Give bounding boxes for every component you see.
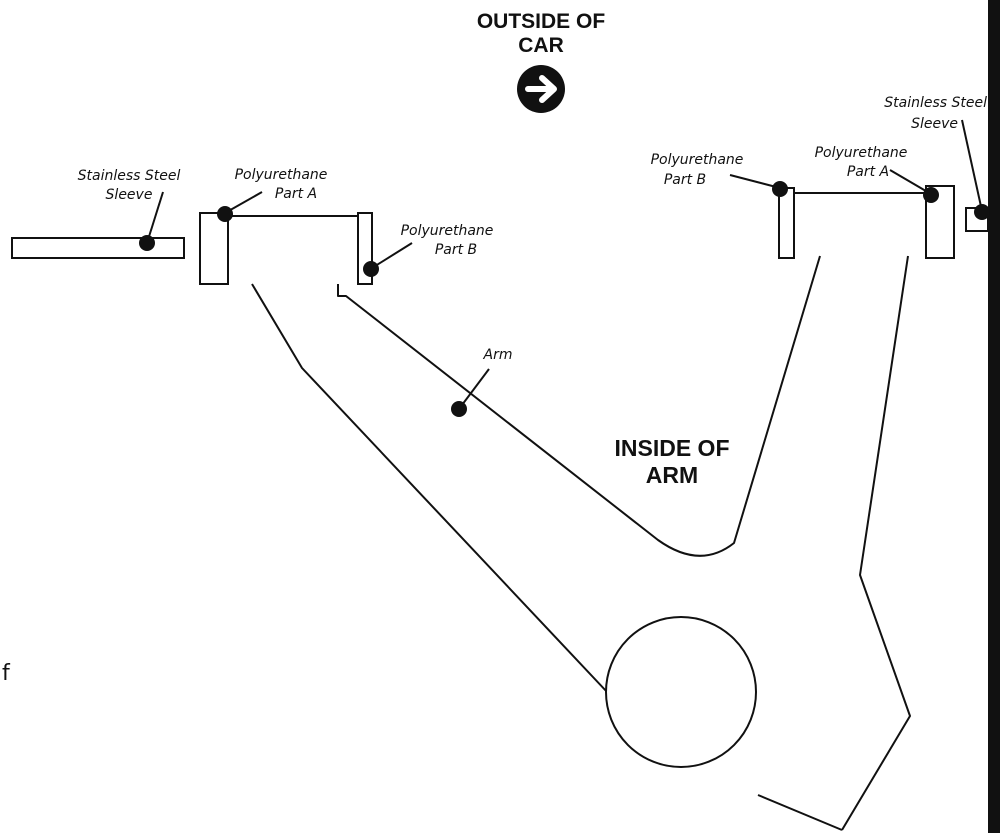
right-part-b [778, 187, 795, 259]
left-part-b-leader [371, 242, 413, 269]
right-part-b-leader [729, 174, 781, 189]
right-sleeve-marker [974, 204, 990, 220]
left-part-b-marker [363, 261, 379, 277]
outside-label-line1: OUTSIDE OF [477, 10, 606, 33]
arm-marker [451, 401, 467, 417]
left-sleeve [11, 237, 185, 259]
right-sleeve-leader [961, 119, 983, 212]
right-part-a-leader [889, 169, 932, 195]
left-part-a-label-line1: Polyurethane [235, 167, 328, 183]
right-part-a-label-line2: Part A [847, 164, 889, 180]
left-sleeve-label-line1: Stainless Steel [78, 168, 181, 184]
inside-label-line2: ARM [646, 462, 698, 488]
outside-label-line2: CAR [518, 34, 564, 57]
right-sleeve-label-line1: Stainless Steel [884, 95, 987, 111]
left-sleeve-leader [146, 191, 164, 244]
arm-outline [251, 255, 911, 831]
right-border-bar [988, 0, 1000, 833]
right-part-b-label-line2: Part B [664, 172, 706, 188]
left-part-a-marker [217, 206, 233, 222]
left-sleeve-label-line2: Sleeve [106, 187, 153, 203]
left-sleeve-marker [139, 235, 155, 251]
left-part-b-label-line1: Polyurethane [401, 223, 494, 239]
right-part-b-label-line1: Polyurethane [651, 152, 744, 168]
arrow-right-circle-icon [517, 65, 565, 113]
right-sleeve-label-line2: Sleeve [911, 116, 958, 132]
right-part-b-marker [772, 181, 788, 197]
inside-label-line1: INSIDE OF [614, 435, 729, 461]
arm-label: Arm [483, 347, 513, 363]
edge-fragment-text: f [2, 661, 11, 686]
right-part-a-marker [923, 187, 939, 203]
ball-joint-circle [605, 616, 757, 768]
left-part-b-label-line2: Part B [435, 242, 477, 258]
left-part-a [199, 212, 229, 285]
arm-leader [458, 368, 490, 410]
left-part-a-label-line2: Part A [275, 186, 317, 202]
right-part-a-label-line1: Polyurethane [815, 145, 908, 161]
